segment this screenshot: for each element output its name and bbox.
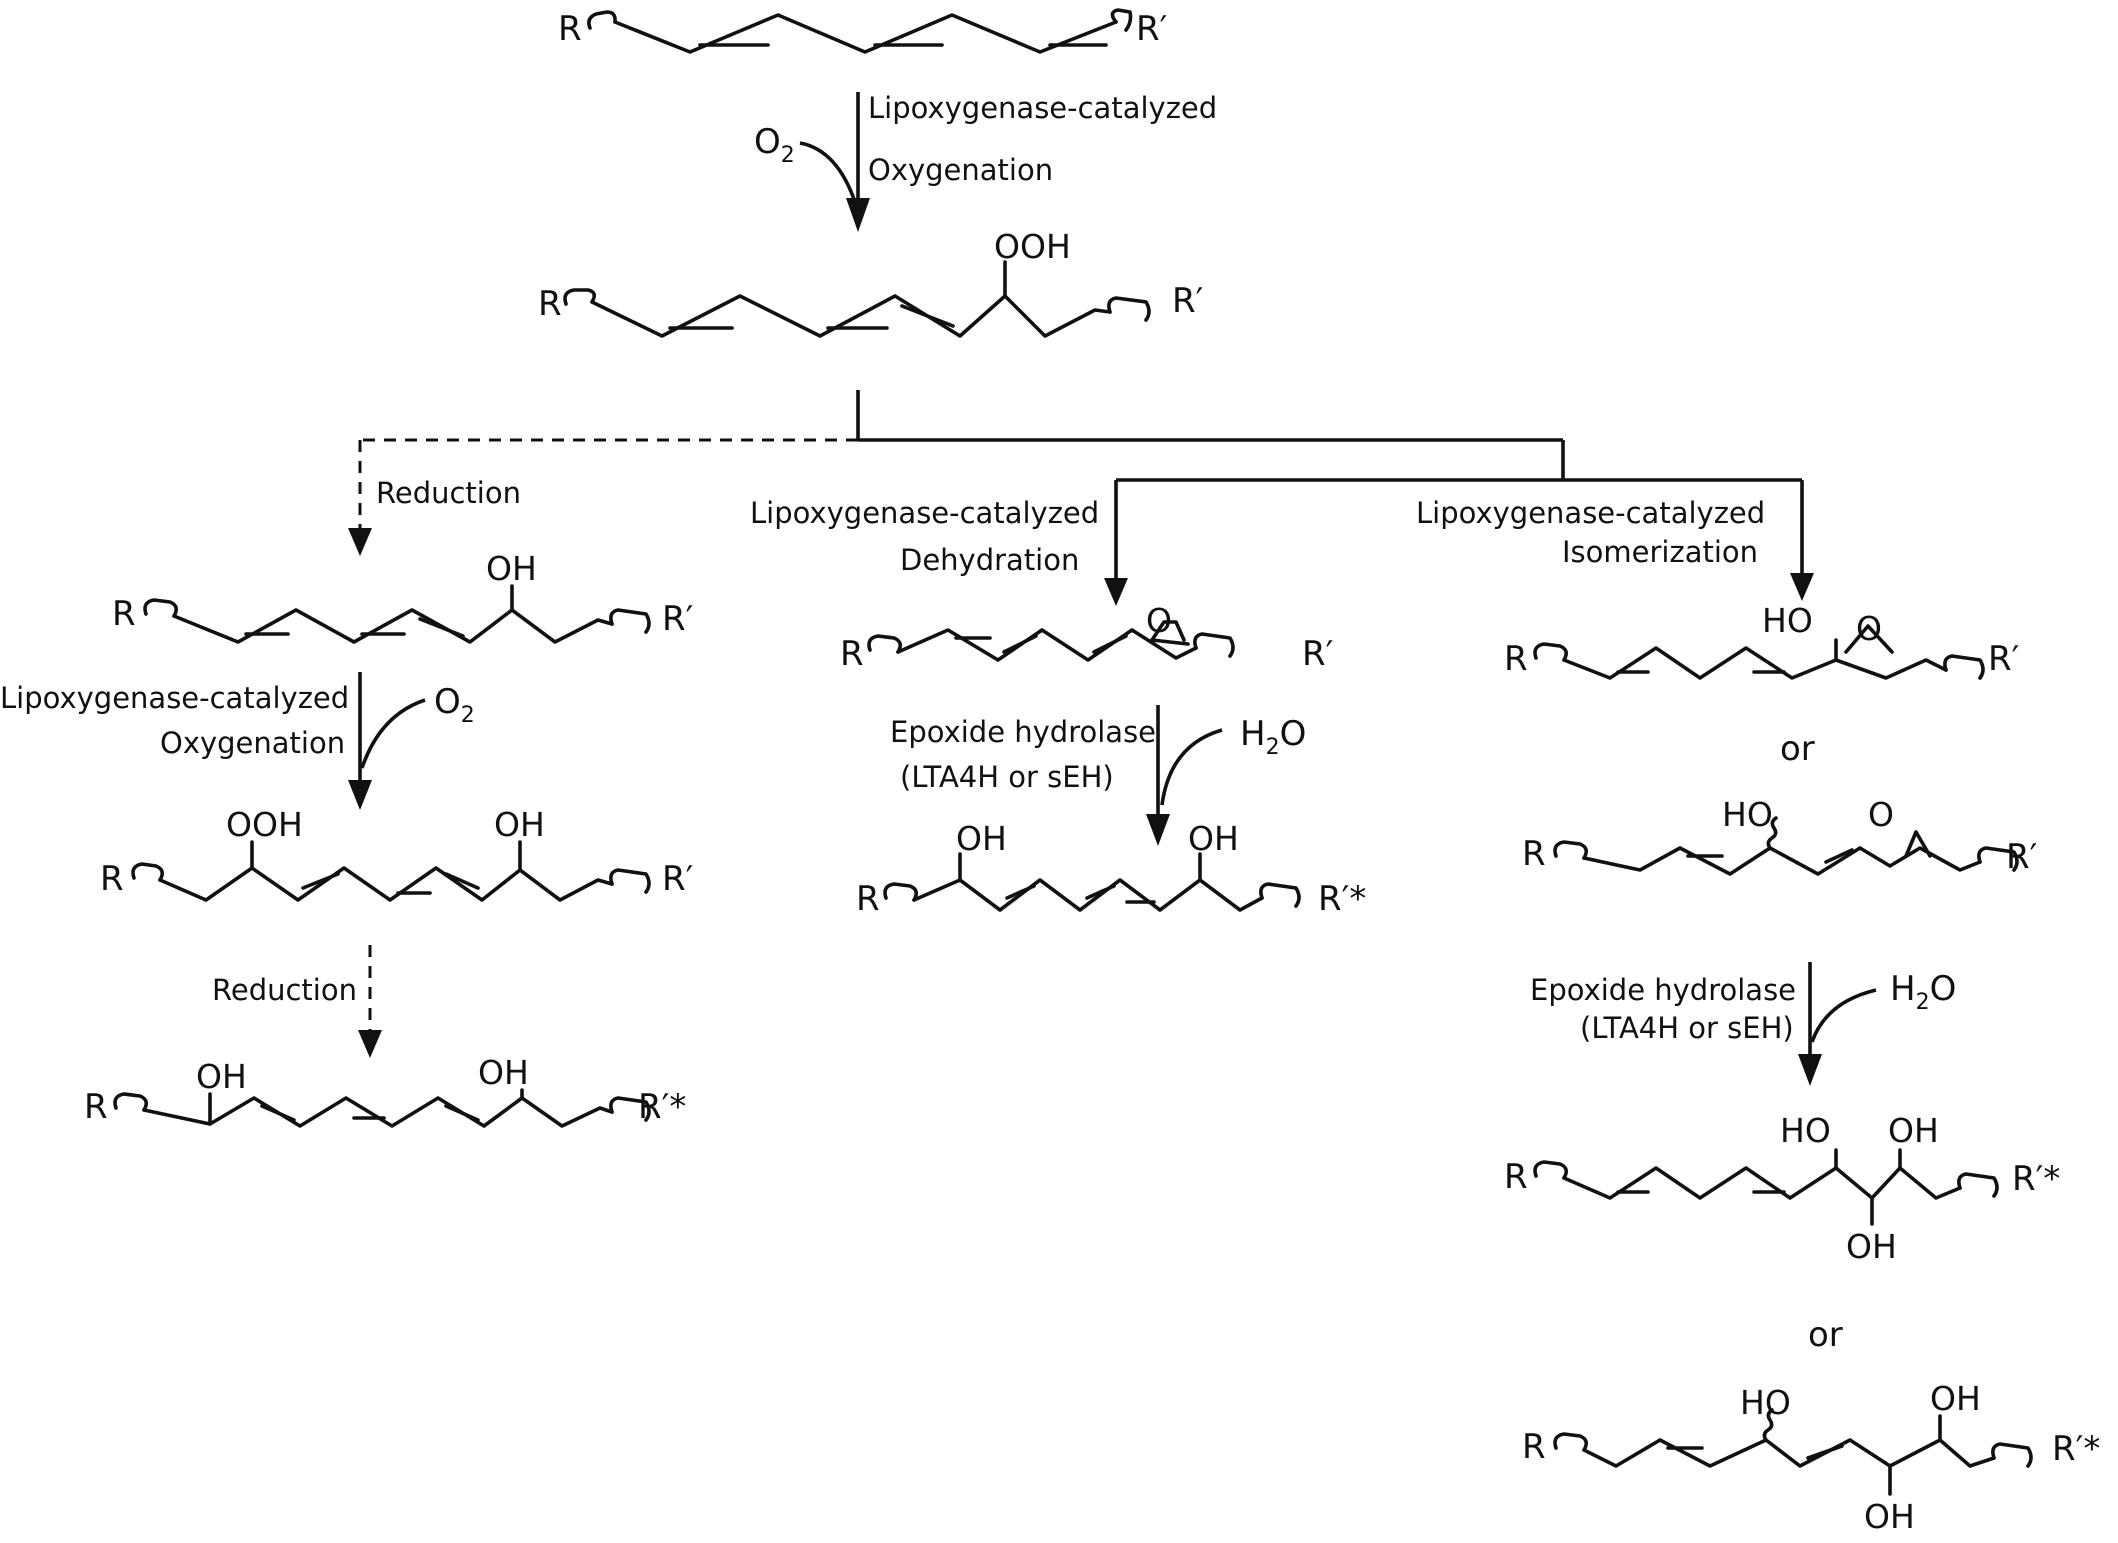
ooh-group: OOH <box>226 805 303 844</box>
arrow-hydrolysis-1: H2O Epoxide hydrolase (LTA4H or sEH) <box>890 705 1306 846</box>
oh-group: OH <box>494 805 545 844</box>
step-label: Isomerization <box>1562 535 1758 569</box>
r-prime-group: R′ <box>662 859 693 899</box>
step-label: Lipoxygenase-catalyzed <box>750 496 1099 530</box>
r-prime-group: R′ <box>1136 9 1167 49</box>
ho-group: HO <box>1780 1111 1831 1150</box>
r-prime-star-group: R′* <box>1318 879 1366 919</box>
step-label: Oxygenation <box>160 726 345 760</box>
step-label: Oxygenation <box>868 153 1053 187</box>
h2o-reagent: H2O <box>1890 969 1956 1015</box>
r-group: R <box>112 594 136 634</box>
r-prime-star-group: R′* <box>2012 1159 2060 1199</box>
epoxide-oxygen: O <box>1146 601 1172 640</box>
o2-reagent: O2 <box>754 122 795 168</box>
epoxide-oxygen: O <box>1856 609 1882 648</box>
r-prime-group: R′ <box>662 599 693 639</box>
step-label: Lipoxygenase-catalyzed <box>0 681 349 715</box>
r-group: R <box>558 9 582 49</box>
or-connector: or <box>1780 729 1815 769</box>
ho-group: HO <box>1722 795 1773 834</box>
step-label: (LTA4H or sEH) <box>900 760 1114 794</box>
r-prime-star-group: R′* <box>638 1087 686 1127</box>
branch-connectors <box>348 390 1814 606</box>
o2-reagent: O2 <box>434 682 475 728</box>
oh-group: OH <box>956 819 1007 858</box>
r-group: R <box>1504 639 1528 679</box>
oh-group: OH <box>486 549 537 588</box>
arrow-oxygenation-1: O2 Lipoxygenase-catalyzed Oxygenation <box>754 91 1217 232</box>
structure-dihete-left: R OH OH R′* <box>84 1053 686 1128</box>
r-group: R <box>538 284 562 324</box>
r-group: R <box>100 859 124 899</box>
oh-group: OH <box>478 1053 529 1092</box>
structure-trioxilin-b: R HO OH OH R′* <box>1522 1379 2100 1536</box>
or-connector: or <box>1808 1315 1843 1355</box>
structure-hpete-diol: R OOH OH R′ <box>100 805 693 902</box>
oh-group: OH <box>1864 1497 1915 1536</box>
structure-hydroperoxide: R OOH R′ <box>538 227 1203 338</box>
structure-epoxide-middle: R O R′ <box>840 601 1333 674</box>
r-prime-group: R′ <box>1172 281 1203 321</box>
structure-hepoxilin-b: R HO O R′ <box>1522 795 2037 877</box>
oh-group: OH <box>1888 1111 1939 1150</box>
r-group: R <box>84 1087 108 1127</box>
r-prime-group: R′ <box>1988 639 2019 679</box>
step-label: Epoxide hydrolase <box>1530 973 1796 1007</box>
step-label: Dehydration <box>900 543 1079 577</box>
epoxide-oxygen: O <box>1868 795 1894 834</box>
step-label: Lipoxygenase-catalyzed <box>868 91 1217 125</box>
arrow-oxygenation-2: O2 Lipoxygenase-catalyzed Oxygenation <box>0 672 475 810</box>
structure-hepoxilin-a: R HO O R′ <box>1504 601 2019 680</box>
h2o-reagent: H2O <box>1240 714 1306 760</box>
r-group: R <box>1504 1157 1528 1197</box>
oh-group: OH <box>1188 819 1239 858</box>
oh-group: OH <box>196 1057 247 1096</box>
r-prime-group: R′ <box>2006 837 2037 877</box>
r-prime-star-group: R′* <box>2052 1429 2100 1469</box>
ho-group: HO <box>1740 1383 1791 1422</box>
ooh-group: OOH <box>994 227 1071 266</box>
step-label: (LTA4H or sEH) <box>1580 1011 1794 1045</box>
r-group: R <box>840 634 864 674</box>
step-label-reduction: Reduction <box>376 476 521 510</box>
r-group: R <box>856 879 880 919</box>
structure-hete: R OH R′ <box>112 549 693 644</box>
structure-trioxilin-a: R HO OH OH R′* <box>1504 1111 2060 1266</box>
step-label: Reduction <box>212 973 357 1007</box>
arrow-hydrolysis-2: H2O Epoxide hydrolase (LTA4H or sEH) <box>1530 962 1956 1086</box>
r-prime-group: R′ <box>1302 634 1333 674</box>
ho-group: HO <box>1762 601 1813 640</box>
structure-substrate: R R′ <box>558 8 1167 54</box>
oh-group: OH <box>1930 1379 1981 1418</box>
r-group: R <box>1522 834 1546 874</box>
r-group: R <box>1522 1427 1546 1467</box>
oh-group: OH <box>1846 1227 1897 1266</box>
structure-dihete-middle: R OH OH R′* <box>856 819 1366 919</box>
step-label: Epoxide hydrolase <box>890 715 1156 749</box>
step-label: Lipoxygenase-catalyzed <box>1416 496 1765 530</box>
arrow-reduction-2: Reduction <box>212 945 382 1058</box>
